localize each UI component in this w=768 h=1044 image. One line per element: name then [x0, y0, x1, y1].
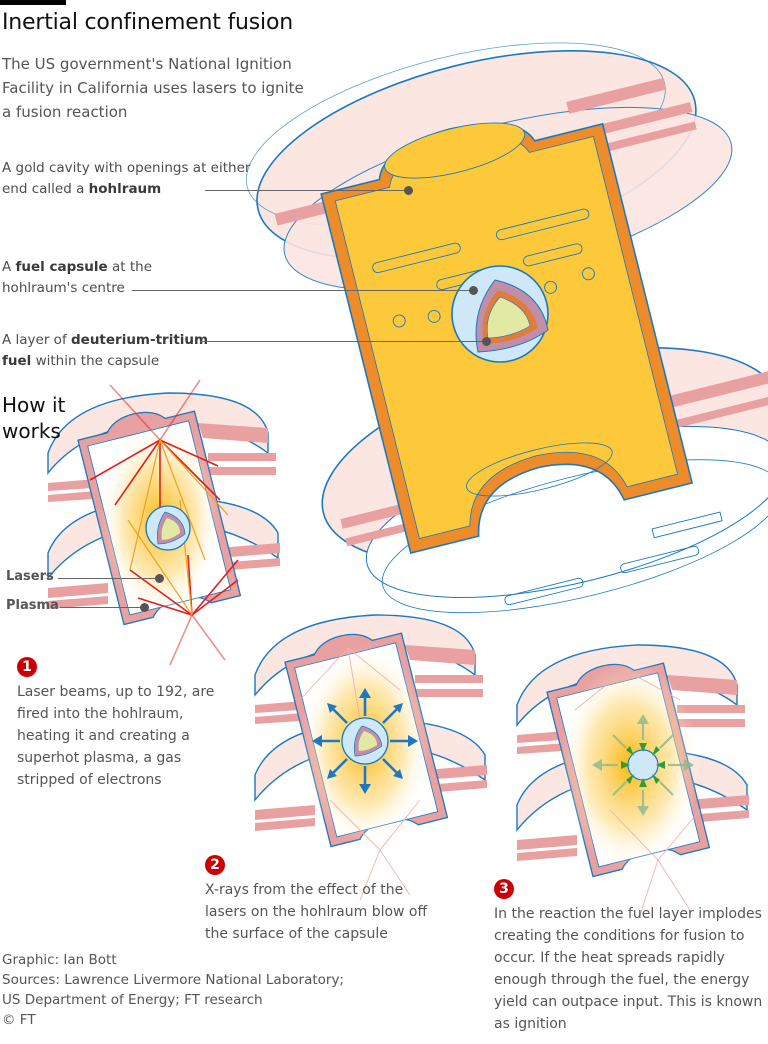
hohlraum-leader-line	[205, 190, 405, 191]
fuel-capsule-leader-line	[132, 290, 470, 291]
step-1-badge: 1	[17, 657, 37, 677]
fuel-capsule-pointer-dot	[469, 286, 478, 295]
graphic-credit: Graphic: Ian Bott	[2, 952, 117, 968]
step-3-badge: 3	[494, 879, 514, 899]
lasers-leader-line	[58, 578, 156, 579]
implosion-arrows	[621, 743, 665, 787]
hohlraum-annotation: A gold cavity with openings at either en…	[2, 160, 251, 197]
lasers-label: Lasers	[6, 569, 54, 584]
dt-fuel-pointer-dot	[482, 337, 491, 346]
step2-diagram	[254, 614, 488, 901]
lasers-pointer-dot	[155, 574, 164, 583]
dt-fuel-leader-line	[200, 341, 482, 342]
plasma-leader-line	[60, 607, 142, 608]
step-1-text: Laser beams, up to 192, are fired into t…	[17, 684, 215, 788]
sources-line-2: US Department of Energy; FT research	[2, 992, 263, 1008]
dt-fuel-annotation: A layer of deuterium-tritium fuel within…	[2, 332, 209, 369]
plasma-label: Plasma	[6, 598, 59, 613]
step3-diagram	[516, 644, 750, 916]
large-hohlraum	[245, 42, 768, 614]
sources-line-1: Sources: Lawrence Livermore National Lab…	[2, 972, 344, 988]
hohlraum-pointer-dot	[404, 186, 413, 195]
brand-bar	[0, 0, 66, 5]
page-subtitle: The US government's National Ignition Fa…	[2, 55, 304, 121]
step-2-text: X-rays from the effect of the lasers on …	[205, 882, 428, 942]
page-title: Inertial confinement fusion	[2, 10, 293, 35]
plasma-pointer-dot	[140, 603, 149, 612]
how-it-works-heading: How it works	[2, 393, 66, 443]
credits: Graphic: Ian Bott Sources: Lawrence Live…	[2, 950, 344, 1030]
fuel-capsule-annotation: A fuel capsule at the hohlraum's centre	[2, 259, 153, 296]
step-3-text: In the reaction the fuel layer implodes …	[494, 906, 763, 1032]
step1-diagram	[47, 379, 281, 666]
large-fuel-capsule	[451, 265, 549, 363]
step-2-badge: 2	[205, 855, 225, 875]
copyright: © FT	[2, 1012, 36, 1028]
xray-arrows	[312, 688, 418, 794]
